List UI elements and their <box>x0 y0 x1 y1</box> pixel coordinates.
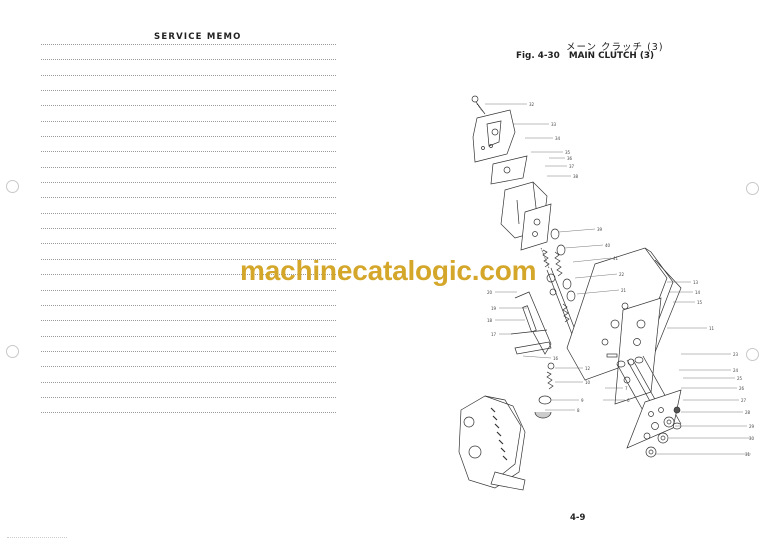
memo-line <box>41 182 336 184</box>
svg-text:37: 37 <box>569 164 575 169</box>
svg-text:10: 10 <box>585 380 591 385</box>
svg-text:14: 14 <box>695 290 701 295</box>
memo-line <box>41 396 336 398</box>
svg-text:19: 19 <box>491 306 497 311</box>
svg-text:11: 11 <box>709 326 715 331</box>
svg-text:31: 31 <box>745 452 751 457</box>
watermark-text: machinecatalogic.com <box>240 255 537 286</box>
memo-line <box>41 120 336 122</box>
memo-line <box>41 90 336 92</box>
svg-text:21: 21 <box>621 288 627 293</box>
memo-line <box>41 105 336 107</box>
svg-text:26: 26 <box>739 386 745 391</box>
memo-line <box>41 274 336 276</box>
memo-line <box>41 228 336 230</box>
scan-artifact <box>7 537 67 539</box>
memo-line <box>41 350 336 352</box>
memo-line <box>41 366 336 368</box>
svg-text:15: 15 <box>697 300 703 305</box>
svg-text:28: 28 <box>745 410 751 415</box>
svg-text:33: 33 <box>551 122 557 127</box>
svg-text:40: 40 <box>605 243 611 248</box>
svg-text:23: 23 <box>733 352 739 357</box>
svg-text:41: 41 <box>613 256 619 261</box>
figure-title: Fig. 4-30 MAIN CLUTCH (3) <box>516 51 660 61</box>
svg-text:29: 29 <box>749 424 755 429</box>
svg-text:20: 20 <box>487 290 493 295</box>
svg-text:32: 32 <box>529 102 535 107</box>
punch-hole-icon <box>6 345 19 358</box>
memo-line <box>41 197 336 199</box>
memo-line <box>41 320 336 322</box>
svg-text:39: 39 <box>597 227 603 232</box>
punch-hole-icon <box>6 180 19 193</box>
memo-line <box>41 304 336 306</box>
svg-text:36: 36 <box>567 156 573 161</box>
svg-text:12: 12 <box>585 366 591 371</box>
figure-number: Fig. 4-30 <box>516 51 560 61</box>
punch-hole-icon <box>746 182 759 195</box>
memo-lines <box>41 44 336 428</box>
svg-text:8: 8 <box>577 408 580 413</box>
svg-text:7: 7 <box>625 386 628 391</box>
memo-line <box>41 243 336 245</box>
svg-text:22: 22 <box>619 272 625 277</box>
svg-text:13: 13 <box>693 280 699 285</box>
svg-text:17: 17 <box>491 332 497 337</box>
svg-text:18: 18 <box>487 318 493 323</box>
svg-text:24: 24 <box>733 368 739 373</box>
memo-line <box>41 381 336 383</box>
memo-line <box>41 258 336 260</box>
page-number: 4-9 <box>570 513 586 523</box>
svg-text:27: 27 <box>741 398 747 403</box>
memo-line <box>41 166 336 168</box>
svg-text:25: 25 <box>737 376 743 381</box>
memo-line <box>41 151 336 153</box>
service-memo-title: SERVICE MEMO <box>154 32 242 42</box>
punch-hole-icon <box>746 348 759 361</box>
figure-title-english: MAIN CLUTCH (3) <box>568 51 655 61</box>
svg-text:30: 30 <box>749 436 755 441</box>
svg-text:35: 35 <box>565 150 571 155</box>
memo-line <box>41 289 336 291</box>
svg-text:16: 16 <box>553 356 559 361</box>
svg-text:9: 9 <box>581 398 584 403</box>
svg-text:6: 6 <box>627 398 630 403</box>
figure-title-japanese: メーン クラッチ (3) <box>566 42 664 53</box>
memo-line <box>41 335 336 337</box>
memo-line <box>41 44 336 45</box>
memo-line <box>41 59 336 61</box>
memo-line <box>41 212 336 214</box>
svg-text:38: 38 <box>573 174 579 179</box>
memo-line <box>41 412 336 414</box>
memo-line <box>41 74 336 76</box>
svg-text:34: 34 <box>555 136 561 141</box>
memo-line <box>41 136 336 138</box>
